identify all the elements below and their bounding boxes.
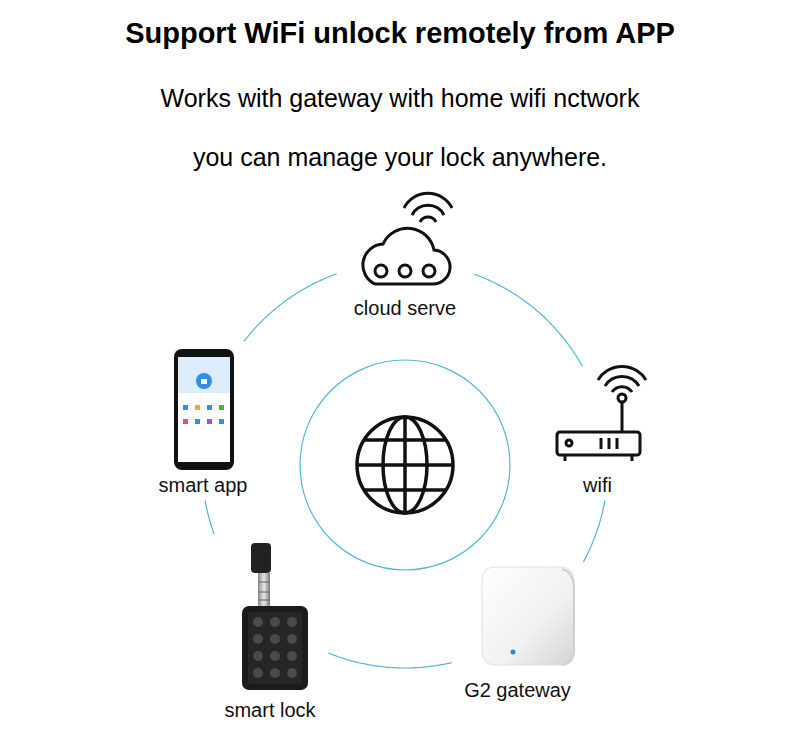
app-icon	[195, 405, 200, 410]
keypad-button	[253, 634, 263, 644]
gateway-device	[482, 567, 574, 665]
app-icon	[183, 405, 188, 410]
globe-icon	[357, 417, 453, 513]
app-icon	[183, 419, 188, 424]
keypad-button	[270, 651, 280, 661]
device-label: smart app	[157, 473, 250, 497]
app-icon	[207, 419, 212, 424]
device-node: cloud serve	[340, 190, 470, 320]
device-label: G2 gateway	[462, 678, 573, 702]
app-icon	[219, 405, 224, 410]
inner-ring	[300, 360, 510, 570]
keypad-button	[287, 651, 297, 661]
ring-connector	[583, 501, 605, 562]
title: Support WiFi unlock remotely from APP	[0, 17, 800, 50]
subtitle-line: you can manage your lock anywhere.	[0, 143, 800, 172]
keypad-button	[253, 668, 263, 678]
device-label: cloud serve	[352, 296, 458, 320]
keypad-button	[253, 617, 263, 627]
keypad-button	[287, 617, 297, 627]
keypad-button	[270, 634, 280, 644]
keypad-button	[270, 617, 280, 627]
cloud-icon	[363, 193, 452, 284]
app-icon	[195, 419, 200, 424]
ring-connector	[329, 653, 452, 668]
phone-device	[174, 349, 234, 470]
ring-connector	[474, 274, 582, 366]
device-node: G2 gateway	[455, 560, 580, 702]
app-icon	[207, 405, 212, 410]
device-node: smart app	[148, 345, 258, 497]
ring-connector	[205, 501, 214, 535]
keypad-button	[287, 634, 297, 644]
app-icon	[219, 419, 224, 424]
device-node: smart lock	[215, 538, 325, 722]
keypad-button	[270, 668, 280, 678]
device-label: smart lock	[222, 698, 317, 722]
keypad-button	[253, 651, 263, 661]
device-node: wifi	[545, 370, 650, 497]
device-label: wifi	[581, 473, 614, 497]
keypad-button	[287, 668, 297, 678]
router-icon	[557, 366, 646, 461]
subtitle-line: Works with gateway with home wifi nctwor…	[0, 84, 800, 113]
ring-connector	[244, 274, 337, 342]
lock-device	[242, 543, 308, 690]
